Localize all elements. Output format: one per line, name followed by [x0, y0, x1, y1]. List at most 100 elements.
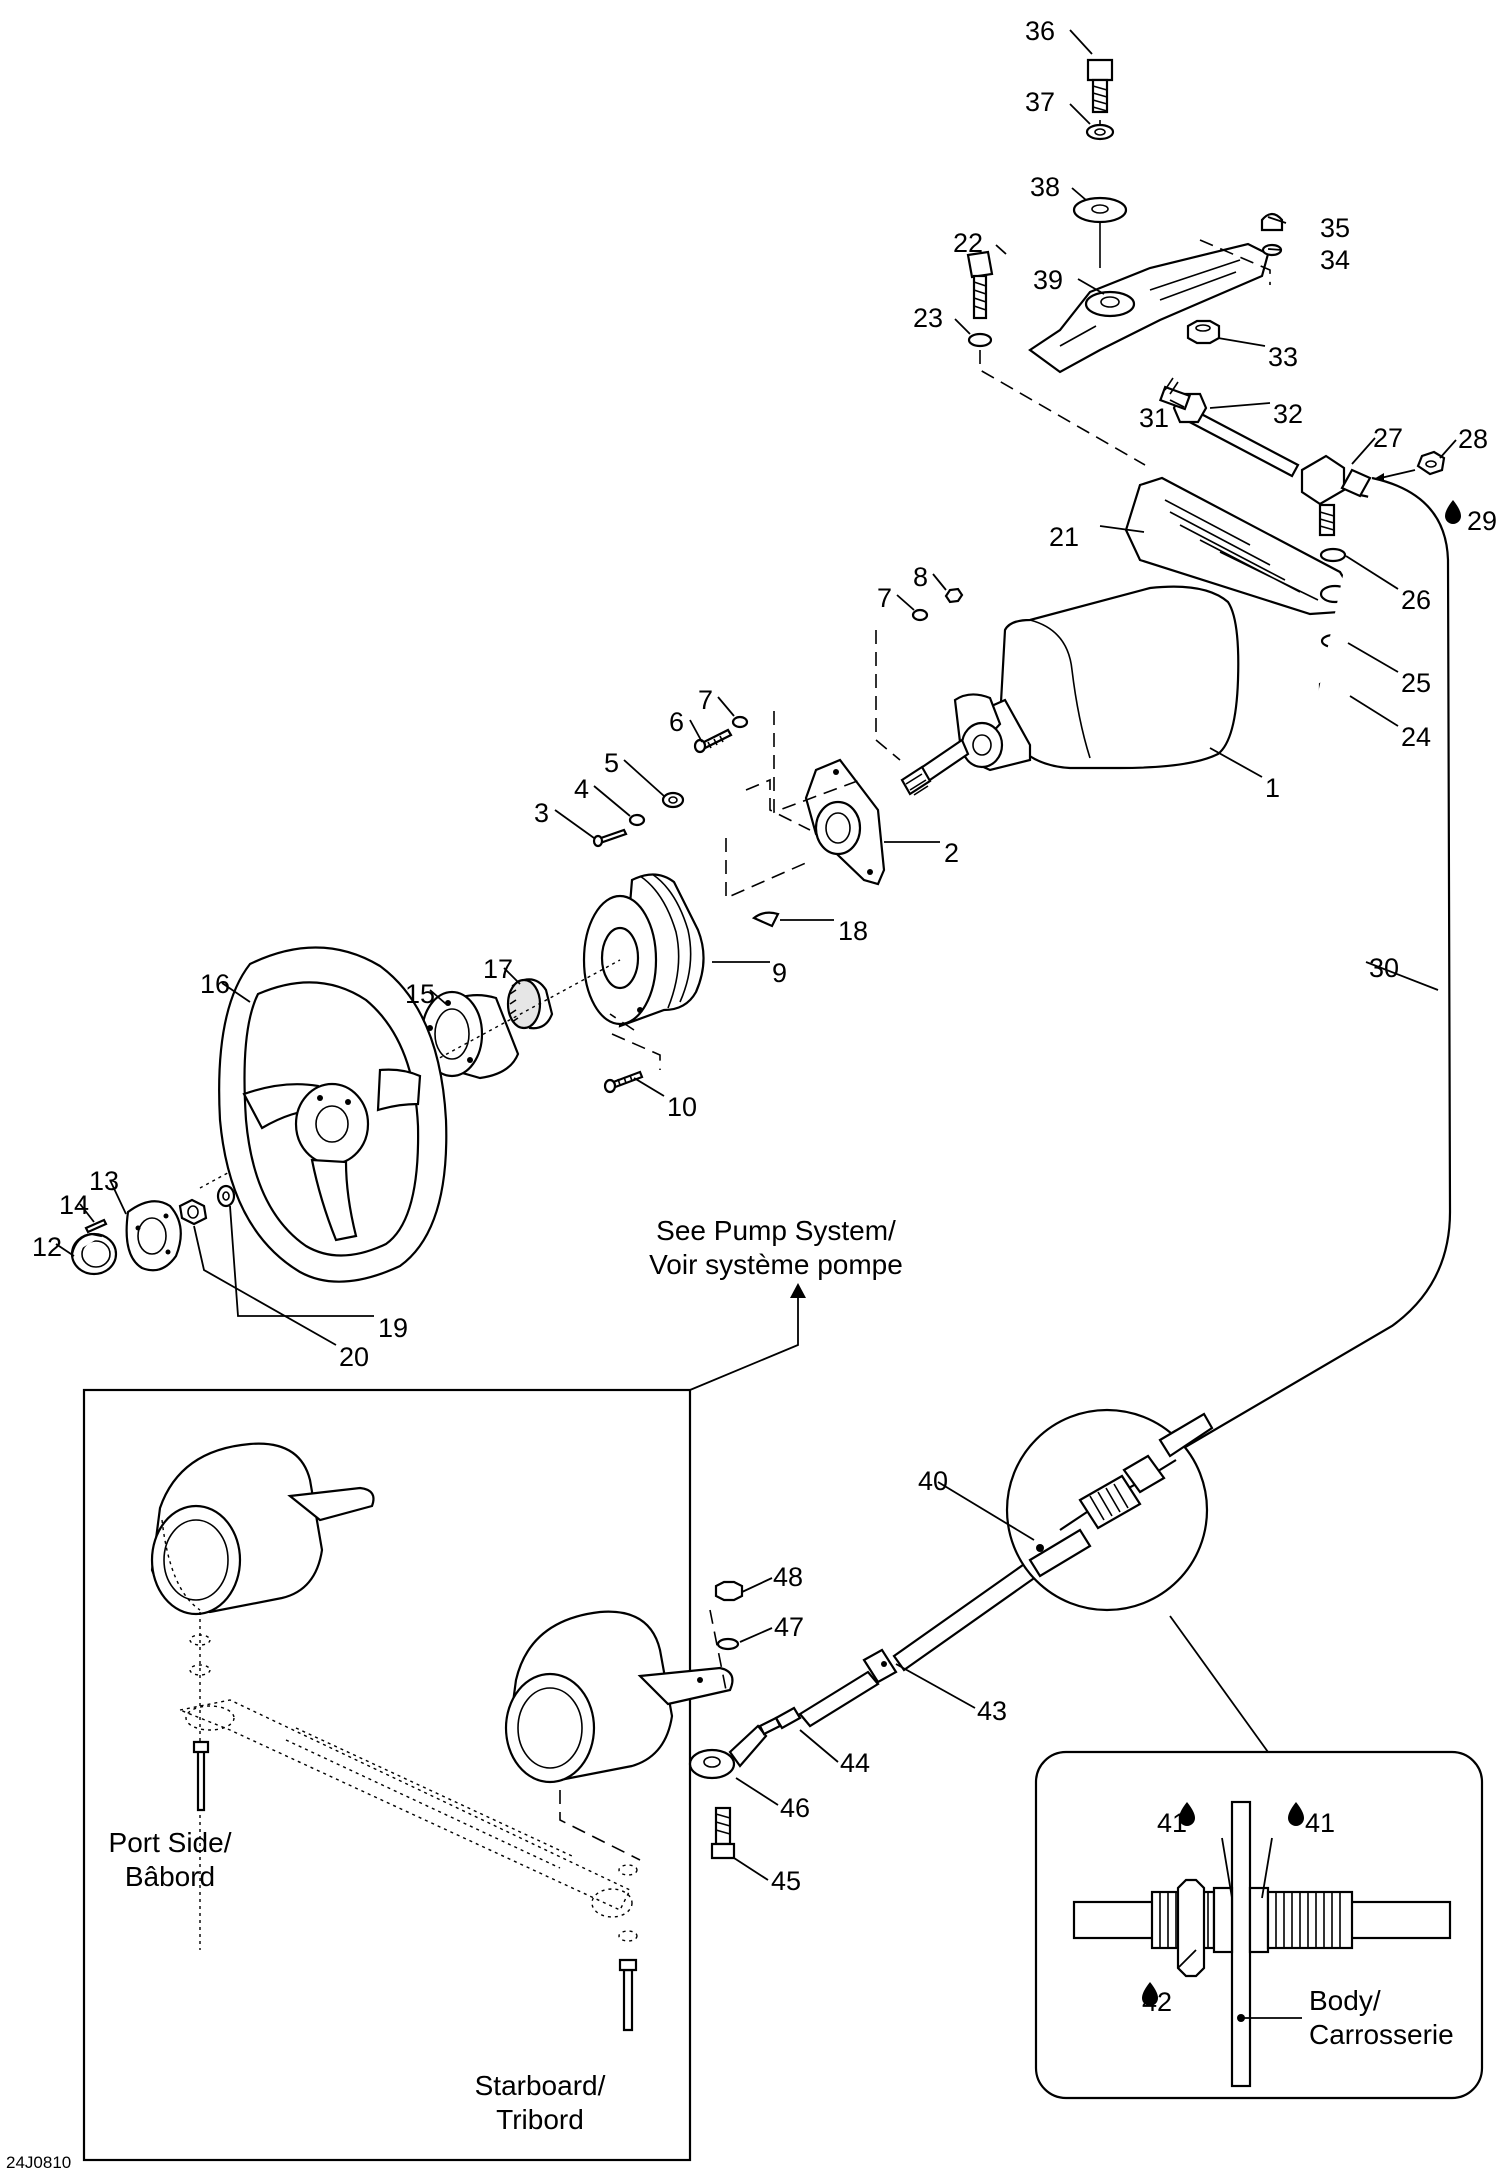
pump-system-note-line1: See Pump System/ [656, 1215, 896, 1246]
callout-45: 45 [771, 1866, 801, 1896]
callout-41b: 41 [1305, 1808, 1335, 1838]
washer-5 [661, 791, 685, 809]
starboard-nozzle [504, 1610, 734, 1784]
cap-nut-35 [1260, 212, 1284, 232]
callout-37: 37 [1025, 87, 1055, 117]
droplet-icons [1142, 500, 1461, 2006]
callout-41a: 41 [1157, 1808, 1187, 1838]
callout-12: 12 [32, 1232, 62, 1262]
washer-37 [1085, 123, 1115, 141]
hub-9 [582, 873, 705, 1028]
callout-23: 23 [913, 303, 943, 333]
starboard-note-line2: Tribord [496, 2104, 584, 2135]
callout-9: 9 [772, 958, 787, 988]
callout-17: 17 [483, 954, 513, 984]
nut-20 [178, 1198, 208, 1226]
top-bracket-assembly [966, 58, 1284, 466]
callout-6: 6 [669, 707, 684, 737]
washer-23 [967, 332, 993, 348]
starboard-note-line1: Starboard/ [475, 2070, 606, 2101]
callout-29: 29 [1467, 506, 1497, 536]
callout-10: 10 [667, 1092, 697, 1122]
callout-1: 1 [1265, 773, 1280, 803]
bolt-45 [710, 1806, 736, 1860]
screw-10 [603, 1070, 644, 1094]
callout-40: 40 [918, 1466, 948, 1496]
callout-27: 27 [1373, 423, 1403, 453]
washer-7a [731, 715, 749, 729]
upper-bracket-39 [1028, 242, 1270, 374]
inset-linkage [177, 1699, 633, 1918]
bolt-22 [966, 250, 994, 320]
callout-21: 21 [1049, 522, 1079, 552]
nut-33 [1186, 319, 1221, 345]
callout-34: 34 [1320, 245, 1350, 275]
callout-36: 36 [1025, 16, 1055, 46]
steering-cable-30 [1159, 468, 1452, 1457]
inset-nozzle-port [150, 1442, 375, 1616]
drawing-code: 24J0810 [6, 2153, 71, 2172]
screw-6 [693, 728, 733, 754]
rod-end-46 [688, 1724, 768, 1780]
body-detail-fitting [1072, 1800, 1452, 2088]
callout-26: 26 [1401, 585, 1431, 615]
body-note-line2: Carrosserie [1309, 2019, 1454, 2050]
callout-16: 16 [200, 969, 230, 999]
callout-25: 25 [1401, 668, 1431, 698]
callout-18: 18 [838, 916, 868, 946]
callout-38: 38 [1030, 172, 1060, 202]
nut-8 [944, 587, 964, 604]
washer-4 [628, 813, 646, 827]
washer-7b [911, 608, 929, 622]
body-note-line1: Body/ [1309, 1985, 1381, 2016]
callout-7a: 7 [698, 685, 713, 715]
callout-4: 4 [574, 774, 589, 804]
swivel-fitting-31-32 [1158, 377, 1208, 424]
callout-7b: 7 [877, 583, 892, 613]
callout-48: 48 [773, 1562, 803, 1592]
bezel-plate-2 [804, 758, 886, 886]
callout-19: 19 [378, 1313, 408, 1343]
cap-12 [70, 1232, 118, 1276]
leader-lines [55, 29, 1457, 1881]
spline-adapter-17 [506, 978, 554, 1030]
callout-39: 39 [1033, 265, 1063, 295]
callout-13: 13 [89, 1166, 119, 1196]
callout-28: 28 [1458, 424, 1488, 454]
screw-14 [84, 1218, 108, 1234]
callout-47: 47 [774, 1612, 804, 1642]
callout-5: 5 [604, 748, 619, 778]
nut-28 [1416, 450, 1446, 476]
bolt-36 [1086, 58, 1114, 114]
rod-40-detail [1028, 1412, 1214, 1578]
callout-20: 20 [339, 1342, 369, 1372]
callout-43: 43 [977, 1696, 1007, 1726]
callout-44: 44 [840, 1748, 870, 1778]
steering-wheel-16 [218, 946, 448, 1283]
callout-31: 31 [1139, 403, 1169, 433]
callout-2: 2 [944, 838, 959, 868]
callout-14: 14 [59, 1190, 89, 1220]
key-18 [751, 911, 780, 928]
callout-42: 42 [1142, 1987, 1172, 2017]
callout-24: 24 [1401, 722, 1431, 752]
nut-48 [714, 1580, 744, 1602]
helm-housing-1 [900, 585, 1240, 796]
plate-13 [125, 1200, 182, 1272]
washer-26 [1319, 547, 1347, 563]
callout-32: 32 [1273, 399, 1303, 429]
callout-33: 33 [1268, 342, 1298, 372]
screw-3 [592, 828, 628, 848]
callout-8: 8 [913, 562, 928, 592]
callout-30: 30 [1369, 953, 1399, 983]
washer-47 [716, 1637, 740, 1651]
callout-46: 46 [780, 1793, 810, 1823]
sleeve-43 [798, 1558, 1042, 1728]
washer-38 [1072, 196, 1128, 224]
callout-3: 3 [534, 798, 549, 828]
callout-35: 35 [1320, 213, 1350, 243]
callout-22: 22 [953, 228, 983, 258]
washer-19 [216, 1184, 236, 1208]
